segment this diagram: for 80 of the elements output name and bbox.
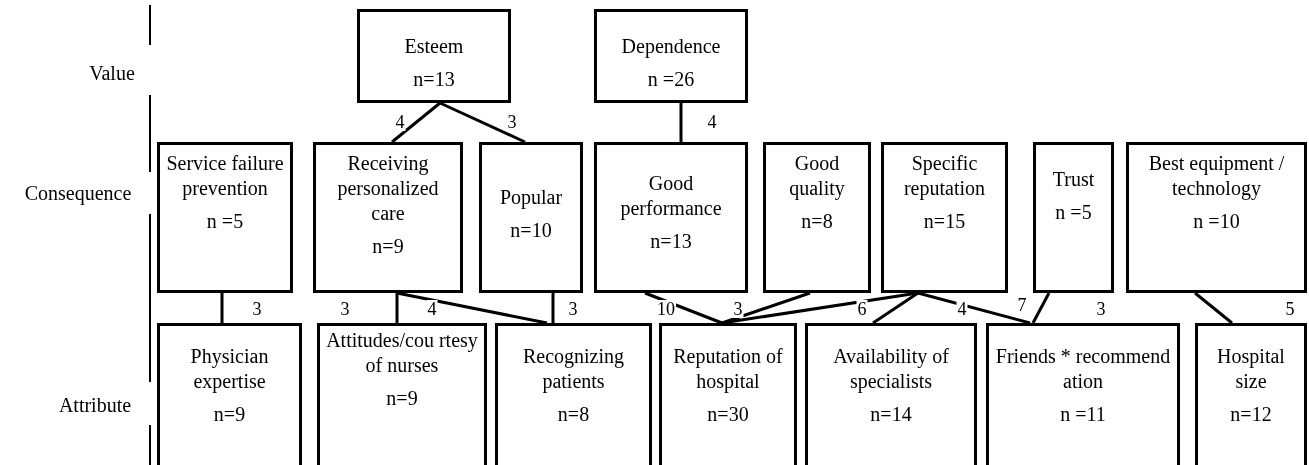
box-text: n=12 (1230, 402, 1272, 427)
connector-line (220, 293, 224, 323)
box-text: Receiving personalized care (336, 151, 440, 226)
connector-line (679, 103, 683, 142)
connector-line (1031, 292, 1051, 324)
box-text: Esteem (404, 34, 464, 59)
box-text: Trust (1052, 167, 1095, 192)
concept-box (594, 9, 748, 103)
box-text: Good performance (619, 171, 723, 221)
count-label: 3 (1096, 300, 1106, 318)
edge-label: 4 (706, 113, 718, 131)
box-text: n=30 (707, 402, 749, 427)
edge-label: 4 (956, 300, 968, 318)
edge-label: 3 (732, 300, 744, 318)
concept-box (157, 142, 293, 293)
box-text: Service failure prevention (165, 151, 285, 201)
box-text: n =11 (1060, 402, 1106, 427)
box-text: n=8 (801, 209, 833, 234)
concept-box (1195, 323, 1307, 465)
edge-label: 3 (506, 113, 518, 131)
box-text: Recognizing patients (521, 344, 626, 394)
level-label: Attribute (58, 395, 132, 415)
box-text: Availability of specialists (832, 344, 950, 394)
concept-box (479, 142, 583, 293)
concept-box (659, 323, 797, 465)
edge-label: 5 (1284, 300, 1296, 318)
connector-line (1194, 291, 1233, 325)
box-text: Specific reputation (902, 151, 987, 201)
box-text: Best equipment / technology (1147, 151, 1286, 201)
connector-line (439, 101, 526, 144)
concept-box (1033, 142, 1114, 293)
concept-box (1126, 142, 1307, 293)
box-text: Physician expertise (189, 344, 270, 394)
box-text: Attitudes/cou rtesy of nurses (325, 328, 479, 378)
box-text: Reputation of hospital (672, 344, 784, 394)
box-text: n=8 (557, 402, 590, 427)
connector-line (391, 101, 441, 144)
box-text: n =26 (647, 67, 695, 92)
box-text: n=13 (413, 67, 455, 92)
edge-label: 3 (567, 300, 579, 318)
concept-box (986, 323, 1180, 465)
box-text: n =10 (1193, 209, 1240, 234)
level-label: Consequence (24, 183, 132, 203)
connector-line (396, 291, 548, 325)
box-text: Friends * recommend ation (994, 344, 1172, 394)
box-text: n=15 (923, 209, 966, 234)
connector-line (644, 291, 723, 325)
concept-box (313, 142, 463, 293)
box-text: n=9 (213, 402, 246, 427)
level-label: Value (89, 63, 135, 83)
connector-line (917, 291, 1031, 325)
box-text: Hospital size (1216, 344, 1286, 394)
concept-box (357, 9, 511, 103)
edge-label: 4 (394, 113, 406, 131)
box-text: n=13 (650, 229, 692, 254)
box-text: n =5 (1055, 200, 1092, 225)
concept-box (763, 142, 871, 293)
connector-line (395, 293, 399, 323)
concept-box (157, 323, 302, 465)
concept-box (881, 142, 1008, 293)
connector-line (551, 293, 555, 323)
edge-label: 10 (656, 300, 676, 318)
concept-box (594, 142, 748, 293)
concept-box (317, 323, 487, 465)
box-text: n=9 (386, 386, 418, 411)
edge-label: 7 (1016, 296, 1028, 314)
edge-label: 3 (339, 300, 351, 318)
edge-label: 4 (426, 300, 438, 318)
box-text: Popular (499, 185, 563, 210)
box-text: n=14 (870, 402, 912, 427)
box-text: Dependence (621, 34, 721, 59)
concept-box (495, 323, 652, 465)
edge-label: 6 (856, 300, 868, 318)
box-text: n=9 (372, 234, 404, 259)
concept-box (805, 323, 977, 465)
box-text: n=10 (510, 218, 552, 243)
box-text: Good quality (788, 151, 846, 201)
connector-line (872, 291, 919, 325)
box-text: n =5 (206, 209, 244, 234)
edge-label: 3 (251, 300, 263, 318)
